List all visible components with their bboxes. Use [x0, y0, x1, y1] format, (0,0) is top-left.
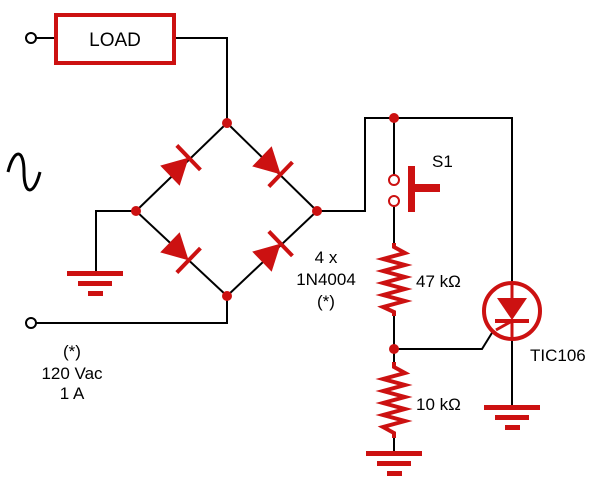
resistor-47k-icon [375, 243, 413, 316]
diode-lower-left-icon [160, 232, 202, 274]
diode-count-label: 4 x [315, 248, 338, 267]
diode-upper-left-icon [160, 144, 202, 186]
diode-part-label: 1N4004 [296, 270, 356, 289]
scr-tic106-icon [482, 281, 542, 341]
junction-dot-icon [389, 344, 399, 354]
resistor-10k-label: 10 kΩ [416, 395, 461, 414]
resistor-10k-icon [375, 362, 413, 438]
wire-left-ground [95, 210, 136, 272]
wire-bottom-terminal [36, 296, 228, 324]
supply-current-label: 1 A [60, 384, 85, 403]
junction-dot-icon [222, 291, 232, 301]
supply-note-label: (*) [63, 342, 81, 361]
junction-dot-icon [312, 206, 322, 216]
terminal-bottom-icon [25, 317, 37, 329]
ground-center-icon [366, 451, 422, 476]
ground-right-icon [484, 405, 540, 430]
supply-voltage-label: 120 Vac [41, 364, 103, 383]
terminal-top-icon [25, 32, 37, 44]
diode-note-label: (*) [317, 292, 335, 311]
sine-wave-icon [6, 152, 42, 192]
junction-dot-icon [222, 118, 232, 128]
wires [36, 37, 513, 452]
wire-gate [394, 327, 496, 350]
switch-label: S1 [432, 152, 453, 171]
wire-right-rail [317, 117, 513, 292]
switch-s1-icon [388, 166, 440, 212]
ground-left-icon [67, 271, 123, 296]
junction-dot-icon [131, 206, 141, 216]
wire-load-to-bridge [175, 37, 228, 123]
diode-lower-right-icon [252, 230, 294, 272]
diode-upper-right-icon [252, 146, 294, 188]
resistor-47k-label: 47 kΩ [416, 272, 461, 291]
wire-bridge-diamond [134, 122, 319, 298]
load-label: LOAD [89, 30, 141, 51]
scr-label: TIC106 [530, 346, 586, 365]
junction-dot-icon [389, 113, 399, 123]
load-box [54, 13, 176, 65]
junction-dots [131, 113, 399, 354]
